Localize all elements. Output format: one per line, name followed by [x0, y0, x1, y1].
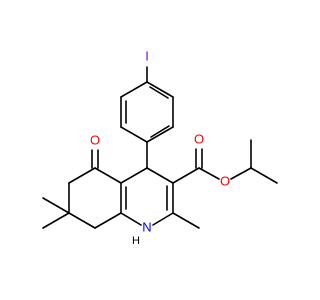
bond-ring-double2: [150, 125, 170, 138]
bond-o-ipr: [230, 167, 252, 180]
structure-svg: I O O O N H: [42, 48, 278, 247]
cyclohexanone-ring: [42, 149, 122, 229]
iodine-label: I: [145, 48, 149, 63]
bond-ring4: [146, 126, 174, 143]
bond-c2-n: [152, 212, 174, 226]
bond-c8-c8a: [94, 212, 122, 229]
molecule-diagram: I O O O N H: [42, 48, 278, 247]
iodophenyl-ring: [120, 66, 174, 143]
dihydropyridine-ring: [120, 167, 174, 226]
bond-ring1: [120, 81, 148, 98]
nitrogen-hydrogen-label: H: [132, 235, 140, 247]
ketone-oxygen-label: O: [90, 132, 100, 147]
bond-ring3: [120, 126, 148, 143]
bond-c7-me1: [42, 197, 70, 214]
bond-c4-c3: [146, 167, 174, 184]
bond-ring6: [146, 81, 174, 98]
bond-c4a-c5: [94, 167, 122, 184]
bond-c2-methyl: [172, 212, 200, 229]
bond-c3-ester-c: [172, 167, 200, 184]
bond-ester-c-o: [198, 167, 220, 180]
bond-ipr-me1: [250, 167, 278, 184]
bond-c4a-c4: [120, 167, 148, 184]
bond-n-c8a: [120, 212, 142, 226]
ester-ether-oxygen-label: O: [220, 173, 230, 188]
ester-carbonyl-oxygen-label: O: [194, 131, 204, 146]
bond-c7-me2: [42, 212, 70, 229]
ester-group: [172, 139, 278, 184]
bond-c7-c8: [68, 212, 96, 229]
nitrogen-label: N: [142, 219, 151, 234]
bond-c5-c6: [68, 167, 96, 184]
bond-ring-double3: [149, 86, 169, 99]
